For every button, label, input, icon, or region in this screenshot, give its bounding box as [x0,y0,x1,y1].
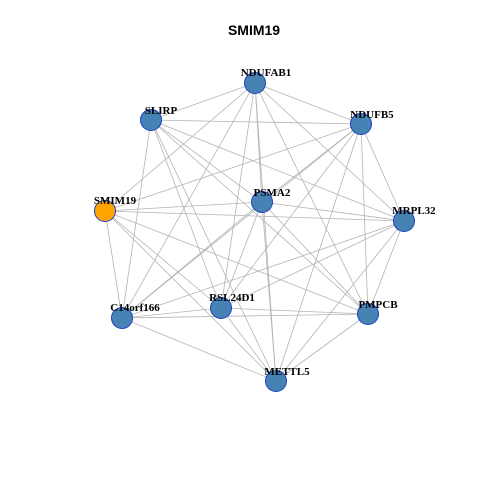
edge-ndufab1-rsl24d1 [220,82,256,309]
edge-psma2-c14orf166 [121,201,263,319]
edge-ndufab1-slirp [150,82,256,121]
node-label-c14orf166: C14orf166 [110,302,160,314]
edge-ndufab1-pmpcb [254,82,369,315]
edge-ndufab1-smim19 [104,82,256,212]
edge-ndufb5-smim19 [104,123,362,212]
edge-layer [104,82,405,382]
edge-psma2-smim19 [104,201,263,212]
edge-slirp-pmpcb [150,119,369,315]
edge-mrpl32-rsl24d1 [220,220,405,309]
edge-smim19-rsl24d1 [104,210,222,309]
edge-psma2-rsl24d1 [220,201,263,309]
node-mettl5[interactable] [265,370,287,392]
edge-smim19-mrpl32 [104,210,405,222]
edge-pmpcb-mettl5 [275,313,369,382]
edge-ndufab1-c14orf166 [121,82,256,319]
node-label-mettl5: METTL5 [264,366,310,378]
edge-c14orf166-pmpcb [121,313,369,319]
node-layer [94,72,415,392]
edge-slirp-ndufb5 [150,119,362,125]
edge-rsl24d1-mettl5 [220,307,277,382]
edge-slirp-mettl5 [150,119,277,382]
edge-slirp-c14orf166 [121,119,152,319]
node-pmpcb[interactable] [357,303,379,325]
edge-mrpl32-pmpcb [367,220,405,315]
edge-ndufb5-mettl5 [275,123,362,382]
node-label-smim19: SMIM19 [94,195,137,207]
node-label-rsl24d1: RSL24D1 [209,292,255,304]
edge-ndufb5-rsl24d1 [220,123,362,309]
node-ndufab1[interactable] [244,72,266,94]
node-label-ndufb5: NDUFB5 [350,109,394,121]
node-ndufb5[interactable] [350,113,372,135]
edge-ndufb5-pmpcb [360,123,369,315]
node-c14orf166[interactable] [111,307,133,329]
edge-smim19-mettl5 [104,210,277,382]
edge-psma2-pmpcb [261,201,369,315]
node-label-psma2: PSMA2 [254,187,291,199]
node-label-ndufab1: NDUFAB1 [241,67,292,79]
edge-slirp-psma2 [150,119,263,203]
node-label-slirp: SLIRP [145,105,178,117]
node-mrpl32[interactable] [393,210,415,232]
diagram-title: SMIM19 [228,22,280,38]
edge-mrpl32-mettl5 [275,220,405,382]
edge-ndufab1-ndufb5 [254,82,362,125]
node-smim19[interactable] [94,200,116,222]
edge-ndufab1-mrpl32 [254,82,405,222]
node-label-mrpl32: MRPL32 [392,205,436,217]
edge-mrpl32-c14orf166 [121,220,405,319]
edge-ndufb5-c14orf166 [121,123,362,319]
edge-smim19-c14orf166 [104,210,123,319]
edge-psma2-mettl5 [261,201,277,382]
node-label-pmpcb: PMPCB [358,299,398,311]
edge-slirp-mrpl32 [150,119,405,222]
edge-psma2-mrpl32 [261,201,405,222]
node-psma2[interactable] [251,191,273,213]
edge-rsl24d1-pmpcb [220,307,369,315]
edge-c14orf166-mettl5 [121,317,277,382]
node-slirp[interactable] [140,109,162,131]
edge-smim19-pmpcb [104,210,369,315]
node-rsl24d1[interactable] [210,297,232,319]
edge-c14orf166-rsl24d1 [121,307,222,319]
edge-ndufb5-mrpl32 [360,123,405,222]
